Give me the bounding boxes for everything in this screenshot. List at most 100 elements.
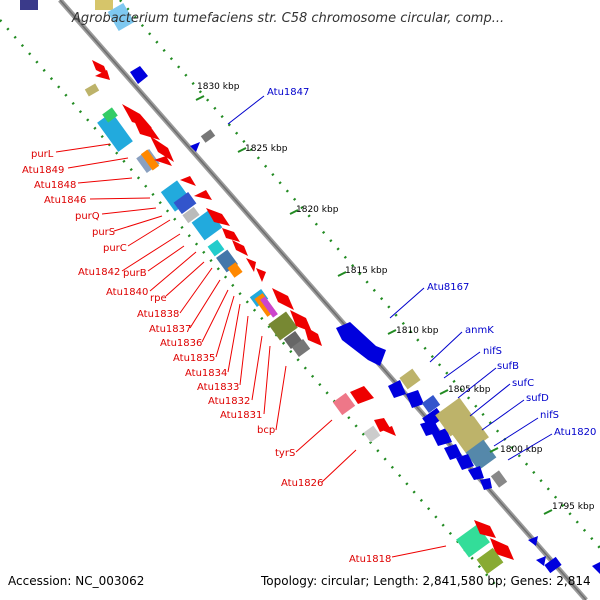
gene-label: Atu1835 [173,353,215,364]
gene-label: Atu1826 [281,478,323,489]
gene-block [207,239,225,257]
gene-label: Atu1837 [149,324,191,335]
gene-label: purS [92,227,115,238]
gene-arrow [382,426,396,436]
gene-arrow [194,190,212,200]
gene-arrow [456,454,474,470]
gene-arrow [272,288,294,310]
gene-arrow [290,310,312,332]
gene-label: rpe [150,293,167,304]
gene-label: Atu1849 [22,165,64,176]
tick-label: 1810 kbp [396,326,439,336]
gene-label: Atu1847 [267,87,309,98]
gene-label: Atu1820 [554,427,596,438]
map-title: Agrobacterium tumefaciens str. C58 chrom… [71,11,504,26]
right-leaders [227,95,553,461]
gene-block [200,129,216,143]
gene-label: sufC [512,378,534,389]
gene-label: Atu1836 [160,338,202,349]
gene-block [20,0,38,10]
tick-label: 1795 kbp [552,502,595,512]
gene-arrow [190,142,200,152]
gene-label: purB [123,268,147,279]
gene-label: Atu1818 [349,554,391,565]
gene-arrow [388,380,406,398]
gene-arrow [132,116,160,140]
gene-arrow [154,156,172,166]
gene-label: Atu1842 [78,267,120,278]
tick-label: 1830 kbp [197,82,240,92]
gene-arrow [95,70,110,80]
gene-label: purC [103,243,127,254]
genome-summary-text: Topology: circular; Length: 2,841,580 bp… [261,574,591,588]
gene-block [435,397,475,437]
gene-arrow [474,520,496,538]
gene-label: Atu1848 [34,180,76,191]
gene-block [97,112,133,152]
gene-label: nifS [483,346,502,357]
gene-label: Atu1846 [44,195,86,206]
kbp-ticks: 1830 kbp 1825 kbp 1820 kbp 1815 kbp 1810… [195,82,595,515]
gene-arrow [406,390,424,408]
gene-label: nifS [540,410,559,421]
gene-block [399,368,421,390]
gene-block [182,206,200,224]
gene-label: Atu1838 [137,309,179,320]
gene-arrow [490,538,514,560]
gene-block [332,392,356,416]
gene-arrow [336,322,386,366]
left-gene-labels: purL Atu1849 Atu1848 Atu1846 purQ purS p… [22,149,391,565]
tick-label: 1815 kbp [345,266,388,276]
inner-scale-dots [0,19,501,591]
gene-arrow [206,208,230,226]
chromosome-backbone-inner [59,0,587,600]
gene-label: Atu1840 [106,287,148,298]
gene-arrow [536,556,546,566]
left-leaders [55,143,447,558]
gene-block [84,83,100,97]
gene-block [421,395,441,413]
gene-block [476,547,504,575]
gene-label: anmK [465,325,494,336]
gene-label: Atu8167 [427,282,469,293]
gene-block [544,556,562,574]
gene-arrow [468,466,484,480]
gene-arrow [130,66,148,84]
gene-label: purQ [75,211,100,222]
gene-label: bcp [257,425,275,436]
outer-scale-dots [119,0,600,549]
gene-arrow [350,386,374,404]
gene-label: Atu1834 [185,368,227,379]
accession-text: Accession: NC_003062 [8,574,145,588]
gene-arrow [246,258,256,272]
gene-block [260,296,278,318]
gene-arrow [180,176,196,186]
gene-label: sufD [526,393,549,404]
gene-block [227,262,243,278]
gene-label: purL [31,149,54,160]
gene-block [140,149,160,171]
gene-label: tyrS [275,448,295,459]
tick-label: 1805 kbp [448,385,491,395]
gene-arrow [444,444,462,460]
gene-block [102,107,118,123]
gene-block [490,470,508,488]
gene-label: Atu1832 [208,396,250,407]
gene-label: Atu1833 [197,382,239,393]
gene-arrow [432,428,452,446]
gene-block [283,331,303,349]
tick-label: 1820 kbp [296,205,339,215]
tick-label: 1800 kbp [500,445,543,455]
gene-block [95,0,113,10]
gene-label: sufB [497,361,519,372]
gene-arrow [256,268,266,282]
tick-label: 1825 kbp [245,144,288,154]
gene-block [363,425,381,443]
right-gene-labels: Atu1847 Atu8167 anmK nifS sufB sufC sufD… [267,87,596,438]
gene-block [291,339,311,357]
gene-block [268,311,298,341]
gene-arrow [592,562,600,574]
gene-arrow [222,228,240,242]
gene-label: Atu1831 [220,410,262,421]
